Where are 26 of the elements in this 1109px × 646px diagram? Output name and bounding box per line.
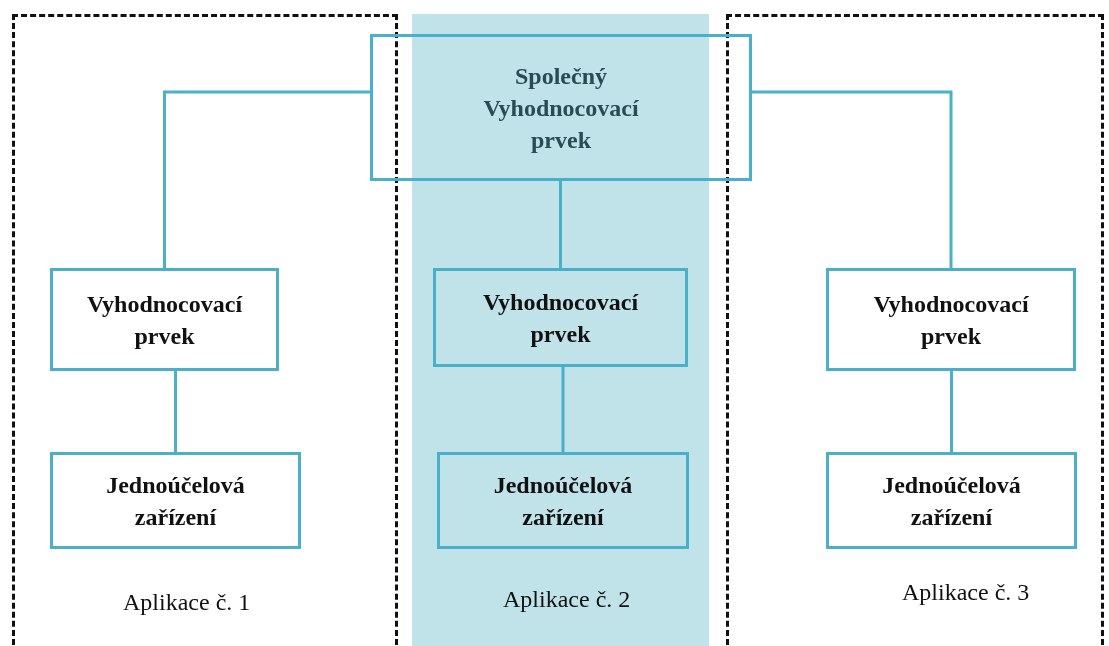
region-label: Aplikace č. 1	[123, 589, 251, 616]
connector-line	[174, 371, 177, 452]
process-box	[437, 452, 689, 549]
connector-line	[559, 181, 562, 268]
box-label: Jednoúčelová zařízení	[492, 470, 634, 532]
dashed-region	[12, 14, 398, 646]
region-label: Aplikace č. 2	[503, 586, 631, 613]
box-label: Vyhodnocovací prvek	[481, 287, 640, 349]
connector-line	[561, 367, 565, 452]
box-label: Jednoúčelová zařízení	[105, 470, 246, 532]
connector-line	[950, 371, 953, 452]
shaded-region	[412, 14, 709, 646]
box-label: Jednoúčelová zařízení	[881, 470, 1022, 532]
process-box	[433, 268, 688, 367]
process-box	[50, 268, 279, 371]
dashed-region	[726, 14, 1104, 646]
process-box	[50, 452, 301, 549]
connector-line	[752, 90, 953, 268]
box-label: Společný Vyhodnocovací prvek	[482, 61, 640, 155]
box-label: Vyhodnocovací prvek	[872, 289, 1030, 351]
process-box	[826, 452, 1077, 549]
box-label: Vyhodnocovací prvek	[85, 289, 244, 351]
process-box	[826, 268, 1076, 371]
region-label: Aplikace č. 3	[902, 579, 1030, 606]
process-box	[370, 34, 752, 181]
connector-line	[163, 90, 370, 268]
